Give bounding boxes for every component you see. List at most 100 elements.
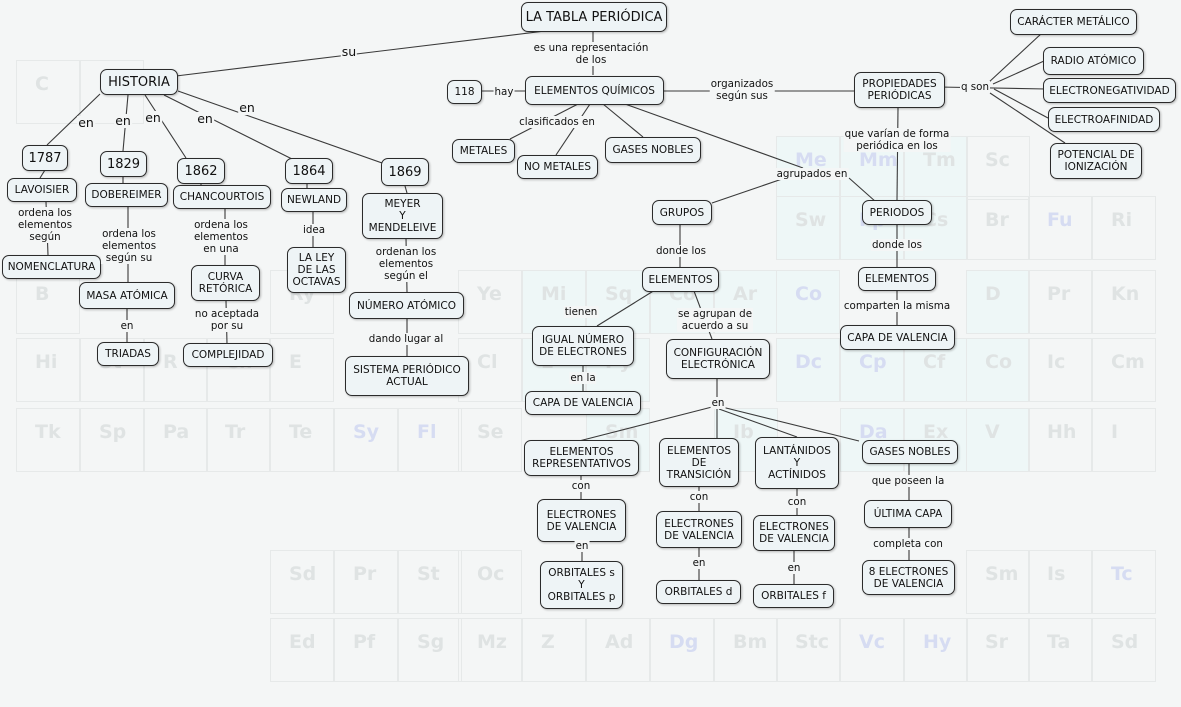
node-orbitales-d: ORBITALES d bbox=[656, 580, 741, 604]
node-elementos-grupos: ELEMENTOS bbox=[642, 267, 719, 292]
node-meyer-mendeleive: MEYER Y MENDELEIVE bbox=[362, 193, 443, 239]
link-label-que-poseen: que poseen la bbox=[870, 475, 946, 487]
link-label-donde-los-periodos: donde los bbox=[870, 239, 924, 251]
background-element-tile: Sr bbox=[966, 618, 1030, 682]
node-configuracion-electronica: CONFIGURACIÓN ELECTRÓNICA bbox=[666, 339, 770, 379]
background-element-tile: Se bbox=[458, 408, 522, 472]
link-label-en-orbitales-d: en bbox=[691, 557, 707, 569]
node-gases-nobles-configuracion: GASES NOBLES bbox=[862, 440, 958, 464]
link-label-es-representacion: es una representación de los bbox=[532, 42, 650, 66]
background-element-tile: Pf bbox=[334, 618, 398, 682]
background-element-tile: C bbox=[16, 60, 80, 124]
node-year-1869: 1869 bbox=[381, 158, 429, 186]
link-label-clasificados-en: clasificados en bbox=[518, 116, 596, 128]
node-lantanidos-actinidos: LANTÁNIDOS Y ACTÍNIDOS bbox=[755, 437, 839, 489]
background-element-tile: Cm bbox=[1092, 338, 1156, 402]
background-element-tile: Mz bbox=[458, 618, 522, 682]
node-capa-valencia-periodos: CAPA DE VALENCIA bbox=[840, 325, 955, 350]
background-element-tile: Sm bbox=[966, 550, 1030, 614]
background-element-tile: Dc bbox=[776, 338, 840, 402]
background-element-tile: Ic bbox=[1028, 338, 1092, 402]
background-element-tile: Sd bbox=[1092, 618, 1156, 682]
background-element-tile: St bbox=[398, 550, 462, 614]
background-element-tile: Co bbox=[776, 270, 840, 334]
node-gases-nobles-clasificacion: GASES NOBLES bbox=[605, 137, 701, 163]
node-periodos: PERIODOS bbox=[862, 200, 932, 225]
link-label-organizados: organizados según sus bbox=[709, 78, 775, 102]
link-label-ordena-en-una: ordena los elementos en una bbox=[192, 219, 250, 255]
background-element-tile: Tk bbox=[16, 408, 80, 472]
link-label-en-orbitales-sp: en bbox=[574, 540, 590, 552]
node-lavoisier: LAVOISIER bbox=[7, 178, 77, 202]
background-element-tile: Dg bbox=[650, 618, 714, 682]
node-electrones-valencia-lantanidos: ELECTRONES DE VALENCIA bbox=[753, 515, 835, 551]
link-label-ordena-segun: ordena los elementos según bbox=[16, 207, 74, 243]
background-element-tile: Ri bbox=[1092, 196, 1156, 260]
link-label-ordena-segun-su: ordena los elementos según su bbox=[100, 228, 158, 264]
node-elementos-transicion: ELEMENTOS DE TRANSICIÓN bbox=[659, 438, 739, 487]
link-label-donde-los-grupos: donde los bbox=[654, 245, 708, 257]
link-label-su: su bbox=[340, 44, 358, 59]
background-element-tile: Sw bbox=[776, 196, 840, 260]
background-element-tile: Sq bbox=[586, 270, 650, 334]
node-igual-numero-electrones: IGUAL NÚMERO DE ELECTRONES bbox=[532, 326, 634, 366]
node-sistema-periodico-actual: SISTEMA PERIÓDICO ACTUAL bbox=[345, 356, 469, 396]
background-element-tile: Br bbox=[966, 196, 1030, 260]
background-element-tile: E bbox=[270, 338, 334, 402]
node-ultima-capa: ÚLTIMA CAPA bbox=[864, 500, 952, 528]
node-orbitales-f: ORBITALES f bbox=[753, 584, 834, 608]
node-propiedades-periodicas: PROPIEDADES PERIÓDICAS bbox=[854, 72, 945, 108]
node-elementos-quimicos: ELEMENTOS QUÍMICOS bbox=[525, 76, 664, 105]
background-element-tile: Tc bbox=[1092, 550, 1156, 614]
background-element-tile: Pa bbox=[144, 408, 208, 472]
link-label-en-orbitales-f: en bbox=[786, 562, 802, 574]
node-electroafinidad: ELECTROAFINIDAD bbox=[1048, 107, 1160, 132]
background-element-tile: Te bbox=[270, 408, 334, 472]
background-element-tile: Stc bbox=[776, 618, 840, 682]
node-historia: HISTORIA bbox=[100, 69, 178, 95]
node-capa-valencia-grupos: CAPA DE VALENCIA bbox=[525, 391, 641, 415]
node-year-1862: 1862 bbox=[177, 158, 225, 184]
background-element-tile: Sc bbox=[966, 136, 1030, 200]
node-118: 118 bbox=[447, 80, 482, 104]
node-electrones-valencia-transicion: ELECTRONES DE VALENCIA bbox=[656, 511, 742, 548]
node-curva-retorica: CURVA RETÓRICA bbox=[191, 265, 260, 301]
link-label-en-1829: en bbox=[114, 113, 132, 128]
background-element-tile: Pr bbox=[334, 550, 398, 614]
link-label-completa-con: completa con bbox=[872, 538, 944, 550]
node-masa-atomica: MASA ATÓMICA bbox=[79, 282, 175, 309]
background-element-tile: Sd bbox=[270, 550, 334, 614]
link-label-en-triadas: en bbox=[119, 320, 135, 332]
link-label-agrupados-en: agrupados en bbox=[775, 168, 849, 180]
node-newland: NEWLAND bbox=[281, 188, 347, 212]
node-triadas: TRIADAS bbox=[97, 342, 159, 366]
background-element-tile: Sp bbox=[80, 408, 144, 472]
node-ley-octavas: LA LEY DE LAS OCTAVAS bbox=[287, 247, 346, 293]
node-elementos-representativos: ELEMENTOS REPRESENTATIVOS bbox=[524, 440, 639, 476]
node-potencial-ionizacion: POTENCIAL DE IONIZACIÓN bbox=[1050, 143, 1142, 179]
background-element-tile: Bm bbox=[714, 618, 778, 682]
node-elementos-periodos: ELEMENTOS bbox=[858, 267, 936, 291]
background-element-tile: Mi bbox=[522, 270, 586, 334]
background-element-tile: Hh bbox=[1028, 408, 1092, 472]
link-label-varian-periodica: que varían de forma periódica en los bbox=[843, 128, 951, 152]
node-electronegatividad: ELECTRONEGATIVIDAD bbox=[1043, 78, 1176, 103]
link-label-q-son: q son bbox=[960, 81, 990, 93]
node-no-metales: NO METALES bbox=[517, 155, 598, 179]
node-la-tabla-periodica: LA TABLA PERIÓDICA bbox=[521, 2, 667, 32]
background-element-tile: Fu bbox=[1028, 196, 1092, 260]
link-label-con-lantanidos: con bbox=[786, 496, 808, 508]
link-label-no-aceptada: no aceptada por su bbox=[193, 308, 261, 332]
link-label-en-1862: en bbox=[144, 110, 162, 125]
background-element-tile: Ta bbox=[1028, 618, 1092, 682]
link-label-en-configuracion: en bbox=[710, 397, 726, 409]
node-dobereimer: DOBEREIMER bbox=[85, 183, 168, 207]
background-element-tile: Ad bbox=[586, 618, 650, 682]
node-radio-atomico: RADIO ATÓMICO bbox=[1043, 47, 1144, 75]
background-element-tile: Co bbox=[966, 338, 1030, 402]
background-element-tile: Z bbox=[522, 618, 586, 682]
link-label-idea: idea bbox=[301, 224, 327, 236]
node-orbitales-s-p: ORBITALES s Y ORBITALES p bbox=[540, 561, 623, 609]
background-element-tile: Hi bbox=[16, 338, 80, 402]
